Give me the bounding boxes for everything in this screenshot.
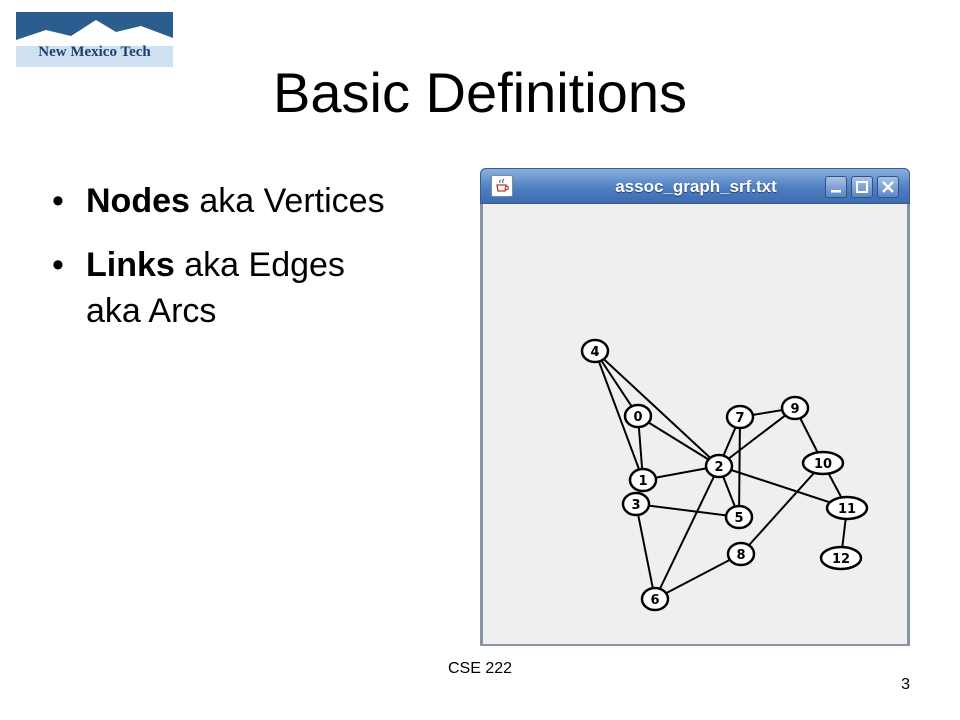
bullet-dot-icon: • — [52, 246, 64, 284]
graph-node-label: 12 — [832, 552, 850, 567]
new-mexico-tech-logo: New Mexico Tech — [16, 12, 173, 67]
graph-node-label: 9 — [790, 402, 799, 417]
graph-node-label: 8 — [736, 548, 745, 563]
graph-edge-4-1 — [594, 350, 644, 481]
bullet-list: • Nodes aka Vertices • Links aka Edges a… — [52, 178, 472, 352]
graph-node-0: 0 — [623, 403, 653, 429]
graph-edge-6-8 — [654, 553, 742, 600]
bullet-continuation: aka Arcs — [86, 292, 217, 330]
graph-node-6: 6 — [640, 586, 670, 612]
graph-node-label: 5 — [734, 511, 743, 526]
graph-node-label: 11 — [838, 502, 856, 517]
graph-node-9: 9 — [780, 395, 810, 421]
graph-node-label: 3 — [631, 498, 640, 513]
bullet-term: Nodes — [86, 182, 190, 220]
graph-node-11: 11 — [825, 495, 869, 521]
graph-node-5: 5 — [724, 504, 754, 530]
page-number: 3 — [901, 676, 910, 693]
graph-edge-2-9 — [718, 407, 796, 467]
graph-node-8: 8 — [726, 541, 756, 567]
graph-node-3: 3 — [621, 491, 651, 517]
footer-course: CSE 222 — [447, 660, 513, 677]
graph-edge-4-0 — [594, 350, 639, 417]
window-titlebar[interactable]: assoc_graph_srf.txt — [480, 168, 910, 204]
bullet-text: aka Edges — [174, 246, 345, 284]
slide-title: Basic Definitions — [273, 61, 687, 124]
window-title: assoc_graph_srf.txt — [615, 177, 777, 196]
graph-node-label: 1 — [638, 474, 647, 489]
graph-node-label: 0 — [633, 410, 642, 425]
graph-node-7: 7 — [725, 404, 755, 430]
logo-text: New Mexico Tech — [38, 44, 151, 60]
bullet-item-nodes: • Nodes aka Vertices — [52, 178, 472, 224]
graph-edge-3-5 — [635, 503, 740, 518]
graph-node-label: 6 — [650, 593, 659, 608]
graph-node-4: 4 — [580, 338, 610, 364]
maximize-button[interactable] — [851, 176, 873, 198]
bullet-term: Links — [86, 246, 175, 284]
bullet-item-links: • Links aka Edges aka Arcs — [52, 242, 472, 334]
graph-edge-3-6 — [635, 503, 656, 600]
graph-node-label: 2 — [714, 460, 723, 475]
graph-node-label: 7 — [735, 411, 744, 426]
minimize-button[interactable] — [825, 176, 847, 198]
graph-edge-0-2 — [637, 415, 720, 467]
graph-node-2: 2 — [704, 453, 734, 479]
graph-edge-10-8 — [740, 462, 824, 555]
close-button[interactable] — [877, 176, 899, 198]
graph-node-label: 4 — [590, 345, 599, 360]
graph-node-12: 12 — [819, 545, 863, 571]
bullet-dot-icon: • — [52, 182, 64, 220]
graph-edge-4-2 — [594, 350, 720, 467]
graph-node-1: 1 — [628, 467, 658, 493]
java-cup-icon[interactable] — [491, 175, 513, 197]
graph-edge-7-5 — [738, 416, 741, 518]
graph-node-10: 10 — [801, 450, 845, 476]
graph-edge-2-6 — [654, 465, 720, 600]
bullet-text: aka Vertices — [189, 182, 385, 220]
graph-node-label: 10 — [814, 457, 832, 472]
